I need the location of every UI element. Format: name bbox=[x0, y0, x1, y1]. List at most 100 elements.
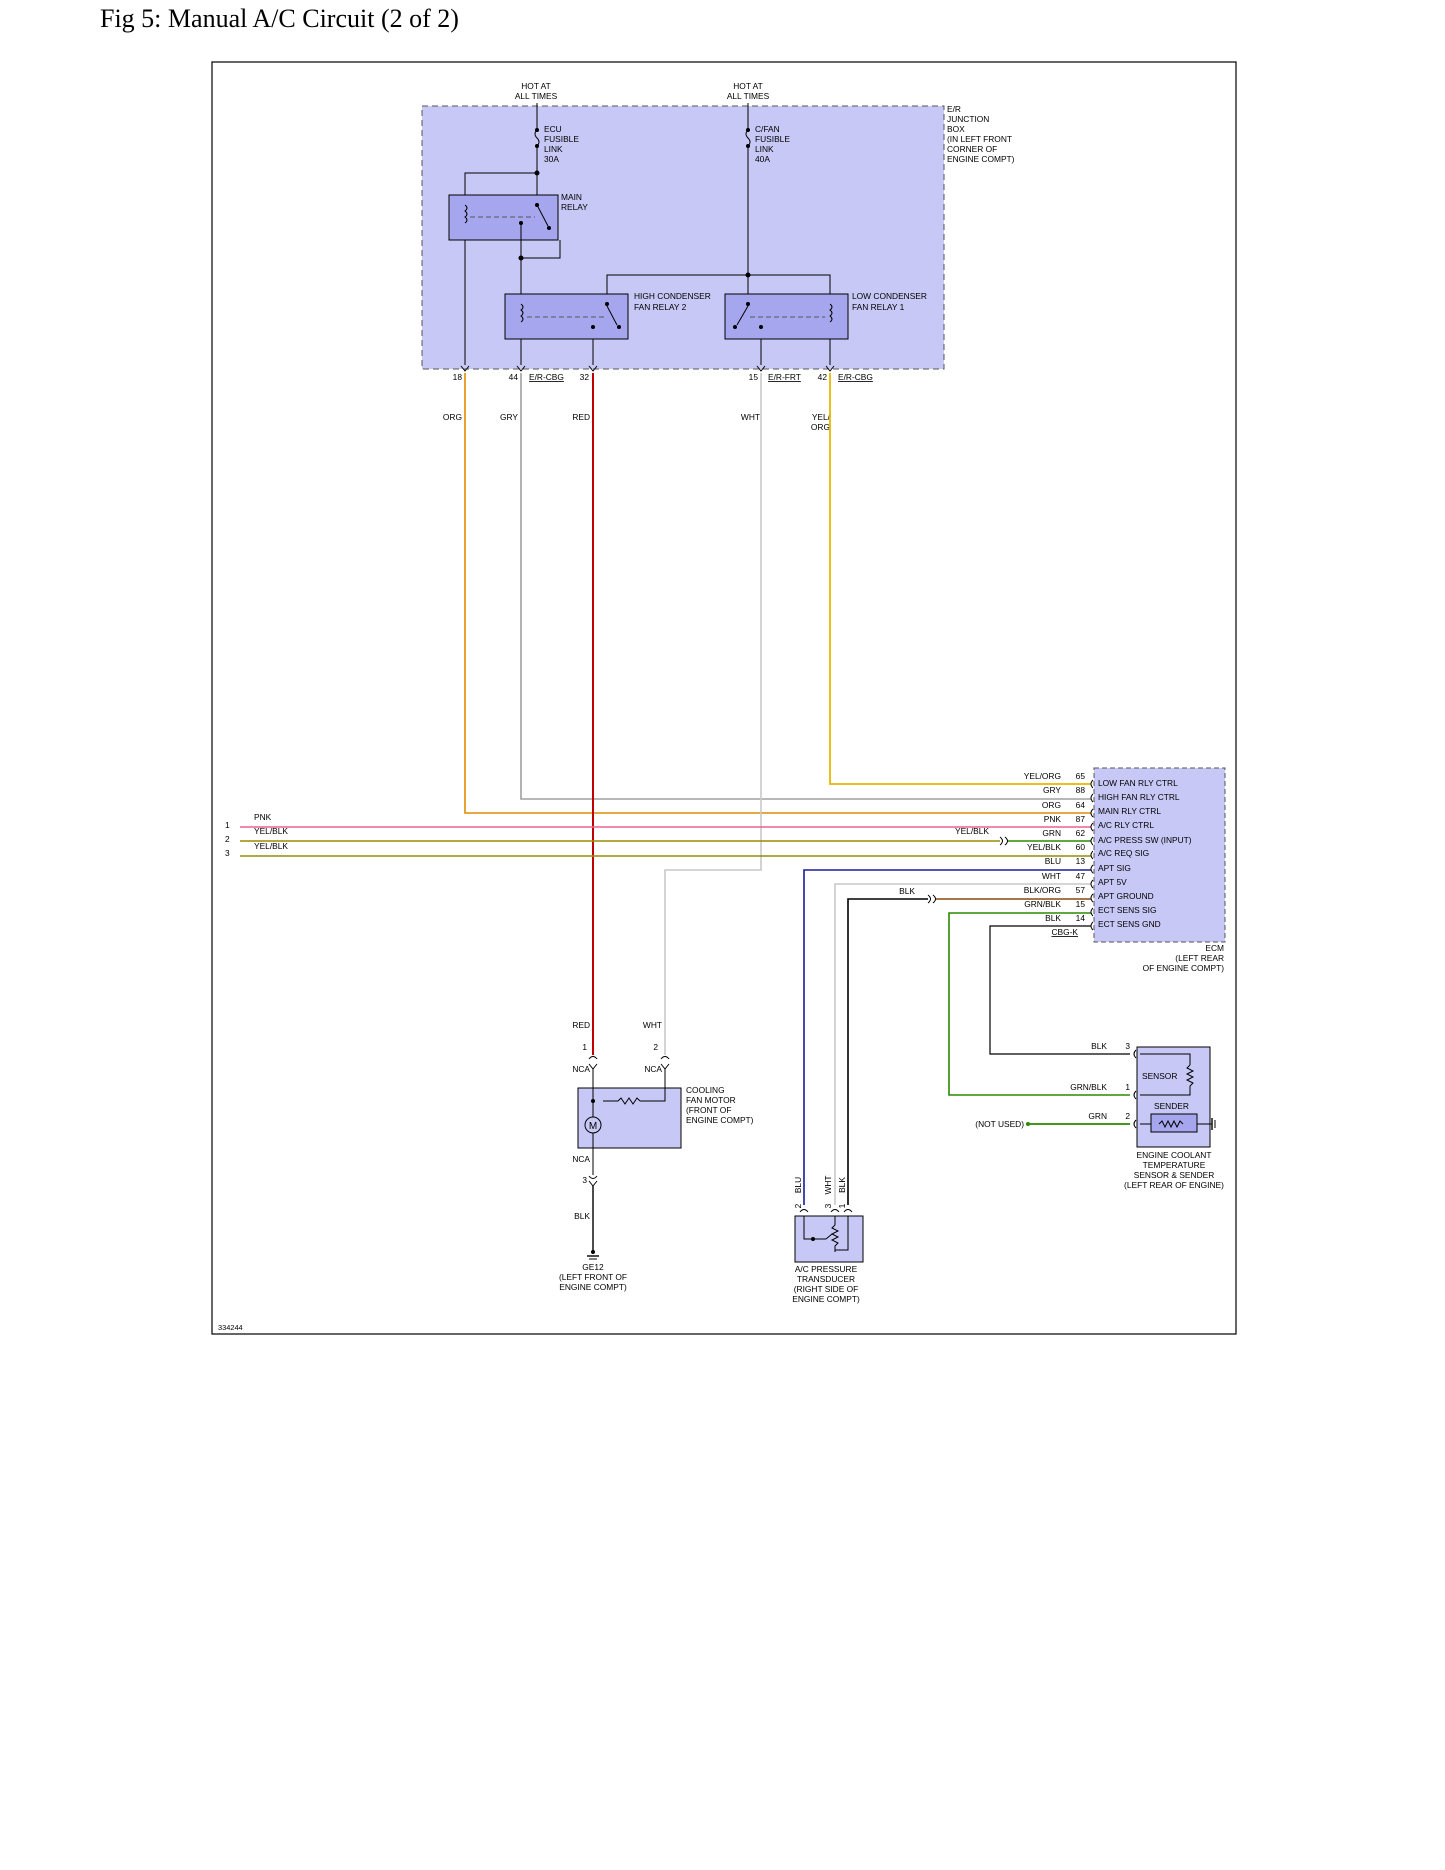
svg-text:E/R: E/R bbox=[947, 104, 961, 114]
svg-text:(FRONT OF: (FRONT OF bbox=[686, 1105, 731, 1115]
svg-text:CORNER OF: CORNER OF bbox=[947, 144, 997, 154]
svg-text:2: 2 bbox=[225, 834, 230, 844]
wire-yel-org-low-relay bbox=[829, 373, 1091, 785]
svg-text:C/FAN: C/FAN bbox=[755, 124, 780, 134]
svg-text:PNK: PNK bbox=[254, 812, 272, 822]
svg-text:2: 2 bbox=[1125, 1111, 1130, 1121]
svg-text:ENGINE COMPT): ENGINE COMPT) bbox=[686, 1115, 754, 1125]
svg-text:62: 62 bbox=[1076, 828, 1086, 838]
svg-text:3: 3 bbox=[823, 1203, 833, 1208]
svg-text:BLK: BLK bbox=[1091, 1041, 1107, 1051]
svg-text:WHT: WHT bbox=[643, 1020, 662, 1030]
main-relay: MAIN RELAY bbox=[448, 192, 588, 241]
svg-text:M: M bbox=[589, 1121, 597, 1132]
wire-blk-apt-ground: BLK bbox=[847, 886, 1091, 1205]
svg-text:GRY: GRY bbox=[1043, 785, 1061, 795]
svg-text:88: 88 bbox=[1076, 785, 1086, 795]
svg-text:65: 65 bbox=[1076, 771, 1086, 781]
svg-text:ECM: ECM bbox=[1205, 943, 1224, 953]
svg-text:3: 3 bbox=[225, 848, 230, 858]
svg-text:FUSIBLE: FUSIBLE bbox=[544, 134, 579, 144]
cooling-fan-motor: RED WHT 1 2 NCA NCA M COOLING FAN MOTOR … bbox=[572, 1020, 754, 1252]
ac-pressure-transducer: BLU WHT BLK 2 3 1 A/C PRESSURE TRANSDUCE… bbox=[792, 1175, 864, 1304]
svg-text:ECU: ECU bbox=[544, 124, 562, 134]
svg-text:LOW FAN RLY CTRL: LOW FAN RLY CTRL bbox=[1098, 778, 1178, 788]
svg-text:LOW CONDENSER: LOW CONDENSER bbox=[852, 291, 927, 301]
left-wire-labels: 1 PNK 2 YEL/BLK 3 YEL/BLK YEL/BLK bbox=[225, 812, 989, 858]
hot-left-label: HOT AT bbox=[521, 81, 550, 91]
svg-text:BLU: BLU bbox=[1045, 856, 1061, 866]
figure-id: 334244 bbox=[218, 1323, 243, 1332]
svg-text:BLK/ORG: BLK/ORG bbox=[1024, 885, 1061, 895]
svg-text:42: 42 bbox=[818, 372, 828, 382]
svg-text:(LEFT REAR: (LEFT REAR bbox=[1175, 953, 1224, 963]
svg-text:(IN LEFT FRONT: (IN LEFT FRONT bbox=[947, 134, 1012, 144]
svg-text:ECT SENS GND: ECT SENS GND bbox=[1098, 919, 1161, 929]
svg-text:(RIGHT SIDE OF: (RIGHT SIDE OF bbox=[794, 1284, 859, 1294]
jb-wire-color-labels: ORG GRY RED WHT YEL/ ORG bbox=[443, 412, 831, 432]
svg-text:TRANSDUCER: TRANSDUCER bbox=[797, 1274, 855, 1284]
wire-org-main-relay bbox=[464, 373, 1091, 814]
svg-text:40A: 40A bbox=[755, 154, 770, 164]
svg-text:2: 2 bbox=[653, 1042, 658, 1052]
svg-text:NCA: NCA bbox=[644, 1064, 662, 1074]
svg-text:GRN/BLK: GRN/BLK bbox=[1024, 899, 1061, 909]
svg-text:GRN: GRN bbox=[1042, 828, 1061, 838]
svg-text:ORG: ORG bbox=[1042, 800, 1061, 810]
svg-text:APT SIG: APT SIG bbox=[1098, 863, 1131, 873]
svg-text:2: 2 bbox=[793, 1203, 803, 1208]
svg-text:15: 15 bbox=[749, 372, 759, 382]
svg-text:GRN/BLK: GRN/BLK bbox=[1070, 1082, 1107, 1092]
svg-text:RED: RED bbox=[572, 412, 590, 422]
svg-text:HIGH CONDENSER: HIGH CONDENSER bbox=[634, 291, 711, 301]
low-condenser-fan-relay: LOW CONDENSER FAN RELAY 1 bbox=[724, 291, 927, 340]
svg-text:44: 44 bbox=[509, 372, 519, 382]
svg-text:YEL/BLK: YEL/BLK bbox=[254, 826, 288, 836]
svg-text:YEL/BLK: YEL/BLK bbox=[955, 826, 989, 836]
svg-text:BLU: BLU bbox=[793, 1177, 803, 1193]
svg-text:GRN: GRN bbox=[1088, 1111, 1107, 1121]
ecm-pin-labels: YEL/ORG 65 GRY 88 ORG 64 PNK 87 GRN 62 Y… bbox=[1024, 771, 1086, 937]
svg-text:HIGH FAN RLY CTRL: HIGH FAN RLY CTRL bbox=[1098, 792, 1180, 802]
svg-text:NCA: NCA bbox=[572, 1154, 590, 1164]
svg-text:87: 87 bbox=[1076, 814, 1086, 824]
svg-text:1: 1 bbox=[582, 1042, 587, 1052]
wire-blk-ect-gnd bbox=[989, 925, 1130, 1055]
svg-text:YEL/BLK: YEL/BLK bbox=[1027, 842, 1061, 852]
svg-text:14: 14 bbox=[1076, 913, 1086, 923]
svg-text:ORG: ORG bbox=[443, 412, 462, 422]
svg-text:FAN RELAY 2: FAN RELAY 2 bbox=[634, 302, 687, 312]
svg-text:BLK: BLK bbox=[837, 1177, 847, 1193]
svg-text:YEL/BLK: YEL/BLK bbox=[254, 841, 288, 851]
wire-yel-blk-2 bbox=[240, 836, 1091, 846]
svg-text:SENSOR: SENSOR bbox=[1142, 1071, 1177, 1081]
svg-text:OF ENGINE COMPT): OF ENGINE COMPT) bbox=[1143, 963, 1225, 973]
svg-text:MAIN RLY CTRL: MAIN RLY CTRL bbox=[1098, 806, 1161, 816]
wire-wht-fan-motor bbox=[664, 373, 762, 1055]
svg-text:30A: 30A bbox=[544, 154, 559, 164]
svg-text:E/R-CBG: E/R-CBG bbox=[838, 372, 873, 382]
wire-blu-apt-sig bbox=[803, 869, 1091, 1205]
svg-text:SENSOR & SENDER: SENSOR & SENDER bbox=[1134, 1170, 1215, 1180]
wire-gry-high-relay bbox=[520, 373, 1091, 800]
svg-text:1: 1 bbox=[837, 1203, 847, 1208]
svg-text:ORG: ORG bbox=[811, 422, 830, 432]
svg-text:FAN MOTOR: FAN MOTOR bbox=[686, 1095, 736, 1105]
svg-text:RELAY: RELAY bbox=[561, 202, 588, 212]
ecm-module: LOW FAN RLY CTRL HIGH FAN RLY CTRL MAIN … bbox=[1090, 767, 1226, 973]
svg-text:COOLING: COOLING bbox=[686, 1085, 725, 1095]
ground-ge12: GE12 (LEFT FRONT OF ENGINE COMPT) bbox=[559, 1250, 627, 1292]
svg-text:60: 60 bbox=[1076, 842, 1086, 852]
svg-text:64: 64 bbox=[1076, 800, 1086, 810]
svg-text:FAN RELAY 1: FAN RELAY 1 bbox=[852, 302, 905, 312]
svg-text:CBG-K: CBG-K bbox=[1051, 927, 1078, 937]
svg-text:32: 32 bbox=[580, 372, 590, 382]
svg-text:FUSIBLE: FUSIBLE bbox=[755, 134, 790, 144]
junction-box-label: E/R JUNCTION BOX (IN LEFT FRONT CORNER O… bbox=[947, 104, 1015, 164]
svg-text:GRY: GRY bbox=[500, 412, 518, 422]
svg-text:WHT: WHT bbox=[1042, 871, 1061, 881]
svg-text:BLK: BLK bbox=[1045, 913, 1061, 923]
svg-text:A/C PRESSURE: A/C PRESSURE bbox=[795, 1264, 858, 1274]
svg-text:18: 18 bbox=[453, 372, 463, 382]
svg-text:ENGINE COOLANT: ENGINE COOLANT bbox=[1137, 1150, 1212, 1160]
